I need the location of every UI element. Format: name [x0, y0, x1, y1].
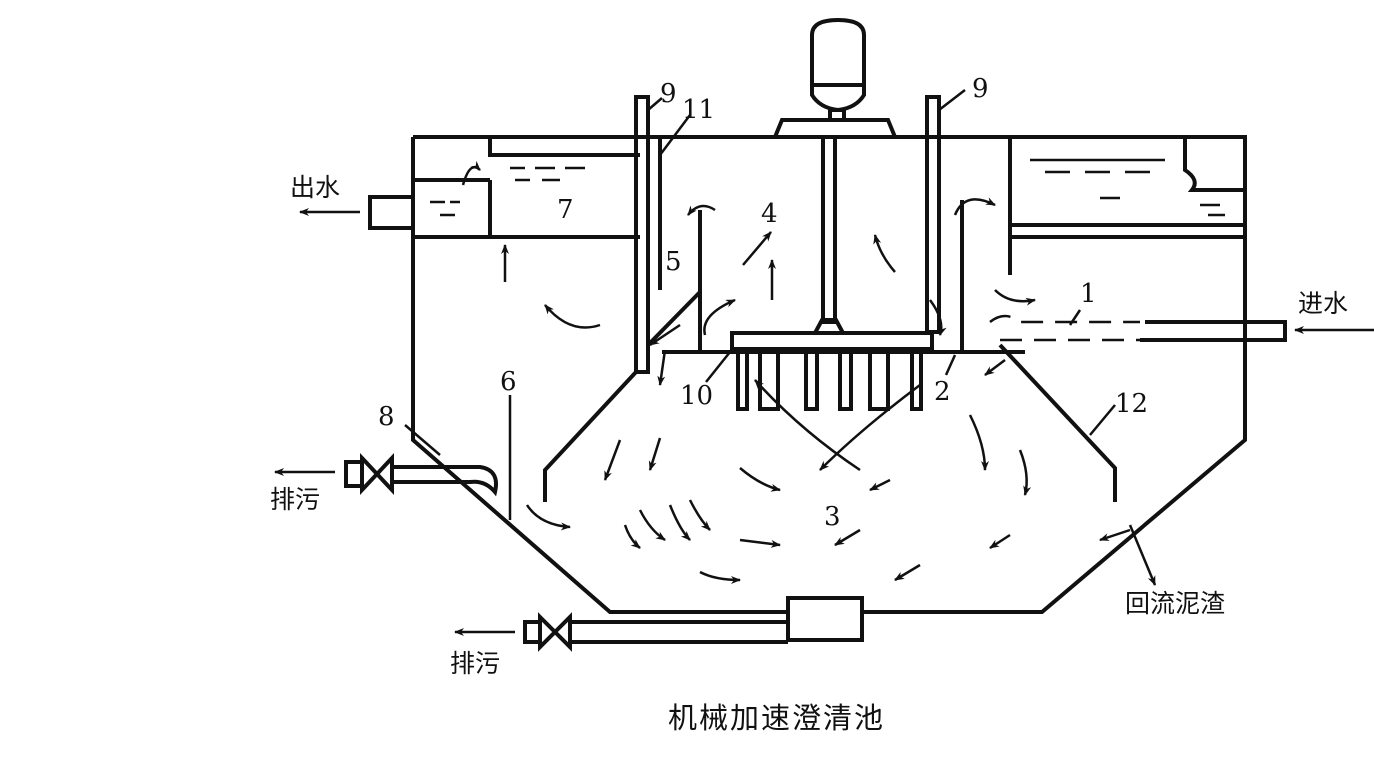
label-3: 3: [824, 502, 841, 532]
drain-lower: [454, 612, 788, 652]
label-1: 1: [1080, 279, 1097, 309]
label-2: 2: [934, 377, 951, 407]
label-9-left: 9: [660, 79, 677, 109]
label-9-right: 9: [972, 74, 989, 104]
pipe-9-right: [925, 95, 941, 334]
outlet-trough: [368, 137, 640, 239]
inlet-trough: [1008, 137, 1245, 275]
tank-outline: [411, 135, 1247, 642]
flow-arrows: [461, 160, 1131, 584]
cone-12: [998, 343, 1117, 502]
label-4: 4: [761, 199, 778, 229]
label-8: 8: [378, 402, 395, 432]
label-5: 5: [665, 247, 682, 277]
drain-lower-label: 排污: [450, 649, 500, 678]
diagram-title: 机械加速澄清池: [668, 701, 885, 735]
drain-upper: [274, 452, 498, 497]
drain-upper-label: 排污: [270, 485, 320, 514]
label-10: 10: [680, 381, 713, 411]
label-11: 11: [682, 95, 715, 125]
motor: [773, 17, 897, 138]
impeller: [730, 135, 934, 411]
label-7: 7: [557, 195, 574, 225]
return-sludge-label: 回流泥渣: [1125, 589, 1225, 618]
inlet-pipe: [989, 314, 1287, 342]
pipe-9-left: [543, 95, 702, 502]
leader-lines: [404, 89, 1157, 586]
label-12: 12: [1115, 389, 1148, 419]
inlet-label: 进水: [1298, 289, 1348, 318]
label-6: 6: [500, 367, 517, 397]
outlet-label: 出水: [290, 173, 340, 202]
